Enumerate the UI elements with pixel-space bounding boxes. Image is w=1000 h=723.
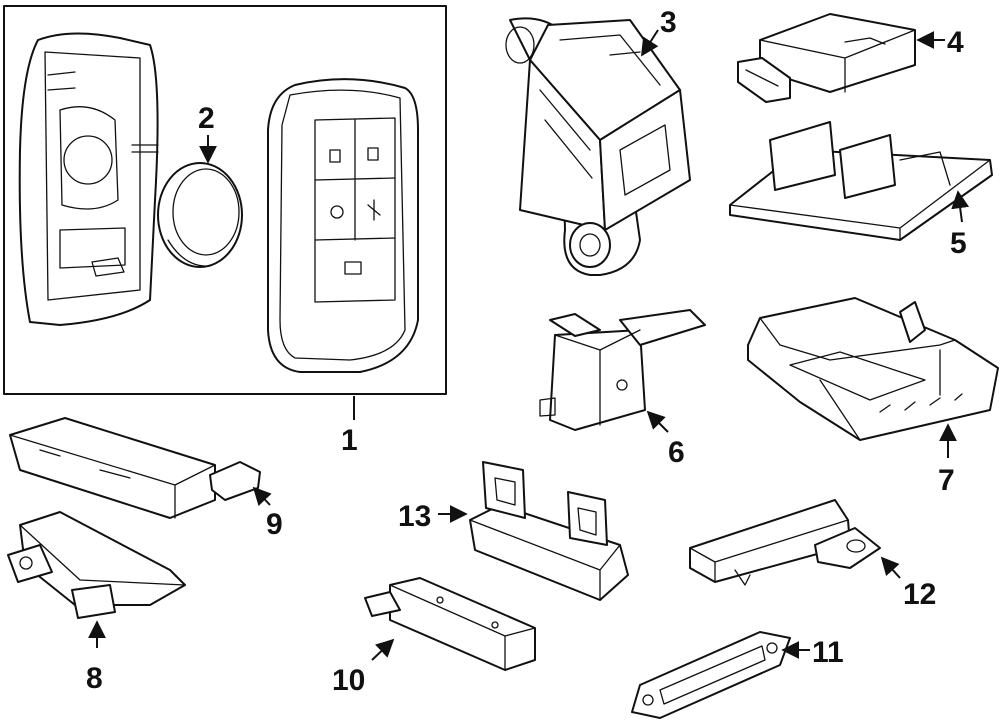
leader-3 [641,29,659,57]
key-fob-assembly-box [3,5,447,395]
callout-12: 12 [903,578,936,611]
callout-9: 9 [266,508,283,541]
control-module [505,17,691,276]
sensor-module [364,577,536,671]
switch-module [539,309,706,431]
callout-11: 11 [812,636,844,669]
callout-4: 4 [947,26,964,59]
callout-2: 2 [198,102,215,135]
leader-6 [646,410,669,433]
callout-8: 8 [86,662,103,695]
callout-10: 10 [332,664,365,697]
tray-module [729,121,993,241]
antenna-module-long [9,417,261,519]
callout-1: 1 [341,424,358,457]
leader-10 [371,638,395,661]
antenna-module-tab [7,511,186,619]
callout-7: 7 [938,464,955,497]
clip-bracket [469,461,629,601]
large-bracket [747,297,999,441]
key-fob [267,78,419,373]
leader-5 [951,190,970,223]
callout-3: 3 [660,6,677,39]
receiver-module [737,13,916,103]
coin-battery [157,162,243,268]
flat-plate-module [631,631,791,719]
callout-13: 13 [398,500,431,533]
callout-6: 6 [668,436,685,469]
fob-housing-back [18,32,159,326]
leader-9 [252,486,272,506]
leader-12 [880,556,901,579]
eyelet-antenna [689,499,881,586]
callout-5: 5 [950,227,967,260]
